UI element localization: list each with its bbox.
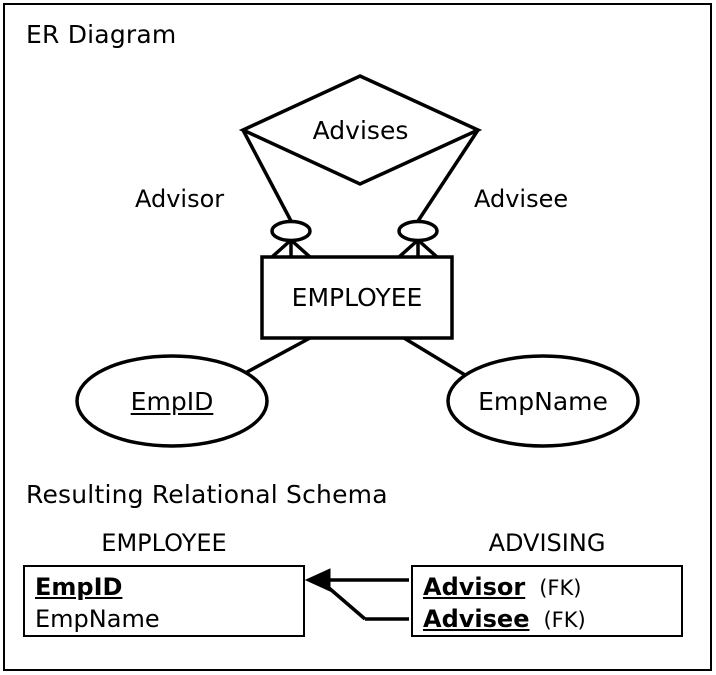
- schema-field-advisor-fk-tag: (FK): [539, 576, 582, 600]
- attribute-ellipse-empid: [75, 354, 269, 448]
- advisor-crowsfoot-left-prong-icon: [270, 238, 293, 259]
- advisee-crowsfoot-left-prong-icon: [397, 238, 420, 259]
- schema-field-advisee-fk-tag: (FK): [543, 608, 586, 632]
- advisor-crowsfoot-right-prong-icon: [289, 238, 312, 259]
- attribute-ellipse-empname: [446, 354, 640, 448]
- schema-field-empid: EmpID: [35, 573, 123, 601]
- attribute-label-empid: EmpID: [130, 387, 214, 416]
- connector-empid-line: [235, 336, 311, 380]
- schema-table-caption-advising: ADVISING: [488, 529, 606, 557]
- schema-table-employee: EmpID EmpName: [23, 565, 305, 637]
- er-diagram-section-title: ER Diagram: [26, 20, 177, 49]
- relationship-label-advises: Advises: [312, 116, 409, 145]
- schema-field-empname: EmpName: [35, 605, 160, 633]
- schema-table-caption-employee: EMPLOYEE: [101, 529, 227, 557]
- fk-arrowhead-icon: [304, 568, 331, 592]
- entity-rect-employee: [260, 255, 454, 340]
- connector-advisor-line: [241, 129, 293, 222]
- connector-empname-line: [403, 336, 471, 380]
- schema-field-advisor: Advisor: [423, 573, 526, 601]
- entity-label-employee: EMPLOYEE: [291, 283, 423, 312]
- connector-advisee-line: [416, 129, 480, 222]
- attribute-label-empname: EmpName: [478, 387, 608, 416]
- advisee-optional-circle-icon: [397, 219, 439, 243]
- relationship-diamond-advises: [238, 74, 483, 186]
- advisee-crowsfoot-right-prong-icon: [416, 238, 439, 259]
- schema-section-title: Resulting Relational Schema: [26, 480, 388, 509]
- schema-field-advisee: Advisee: [423, 605, 530, 633]
- schema-field-advisor-row: Advisor (FK): [423, 575, 581, 599]
- schema-field-advisee-row: Advisee (FK): [423, 607, 586, 631]
- advisor-optional-circle-icon: [270, 219, 312, 243]
- schema-table-advising: Advisor (FK) Advisee (FK): [411, 565, 683, 637]
- role-label-advisee: Advisee: [474, 185, 569, 213]
- role-label-advisor: Advisor: [135, 185, 225, 213]
